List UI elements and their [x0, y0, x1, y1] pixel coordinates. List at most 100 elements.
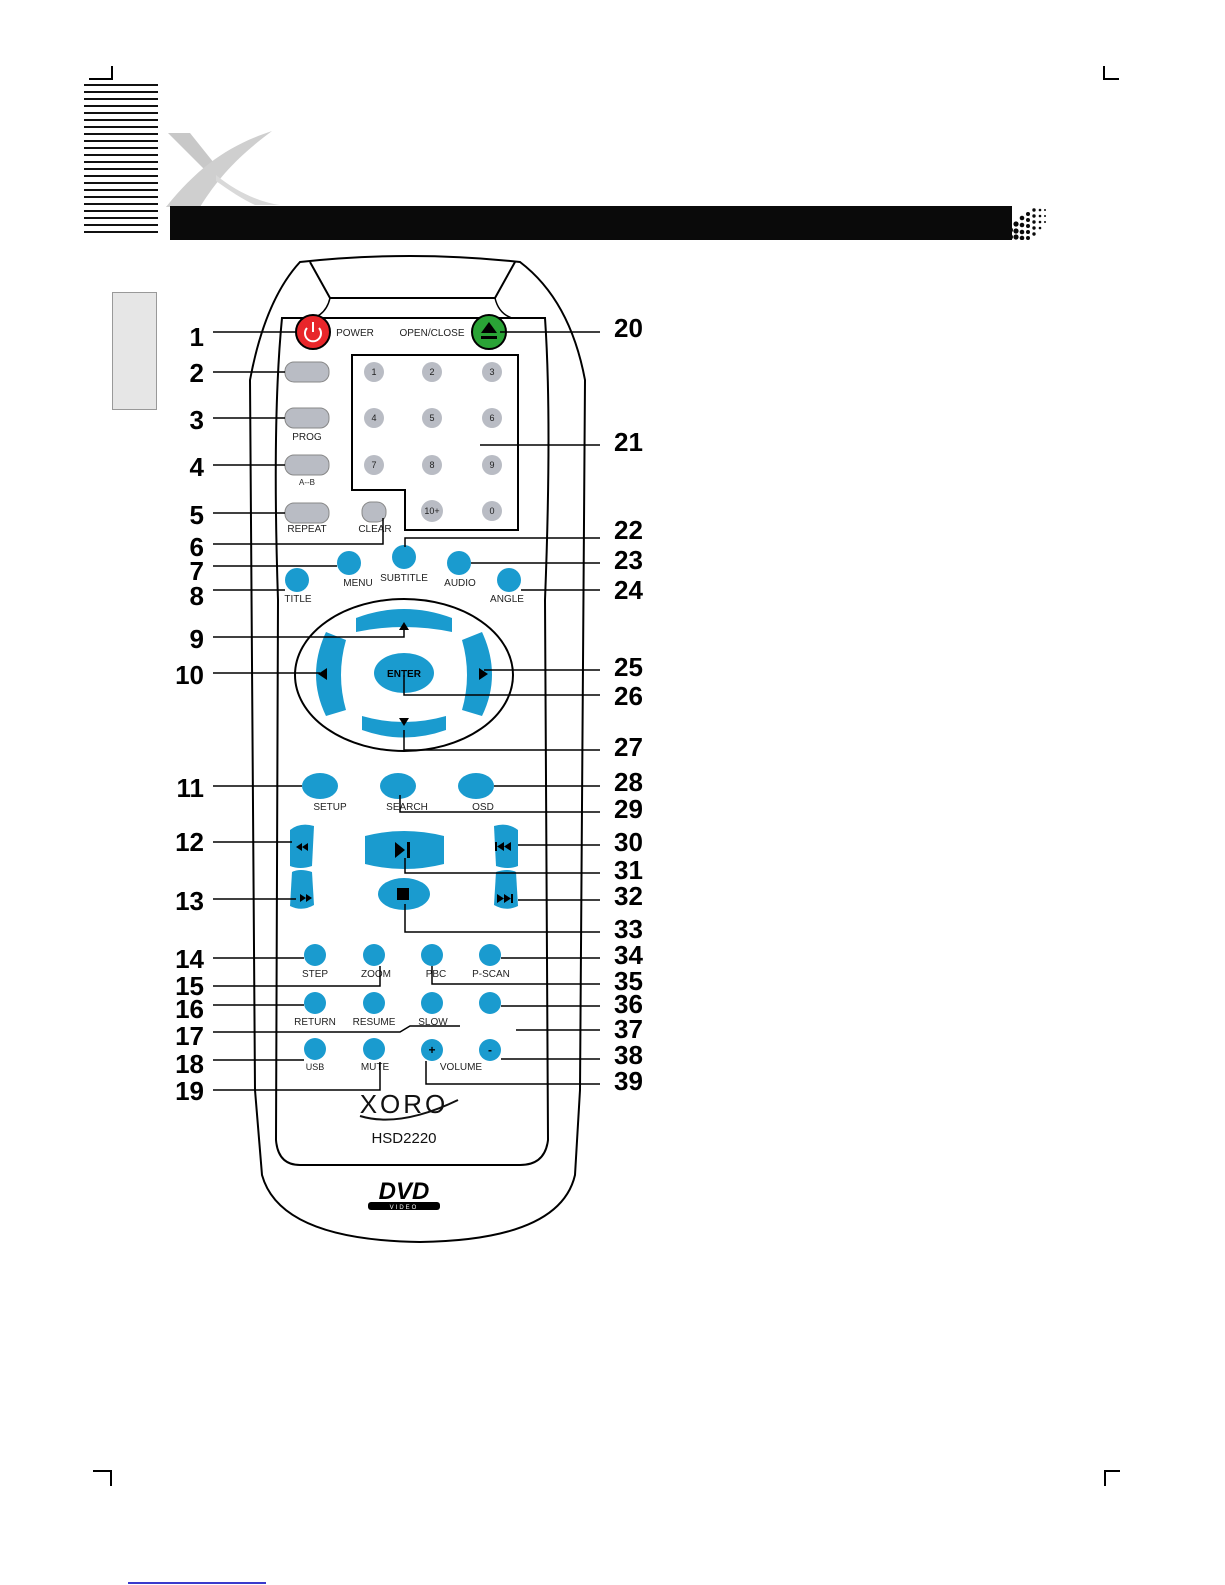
left-button[interactable]	[316, 632, 346, 716]
clear-button[interactable]	[361, 501, 387, 523]
pbc-button[interactable]	[421, 944, 443, 966]
svg-text:DVD: DVD	[379, 1178, 430, 1205]
right-arrow-icon	[479, 668, 488, 680]
crop-mark-top-left	[89, 66, 113, 80]
callout-number: 9	[190, 624, 204, 654]
fast-forward-button[interactable]	[290, 870, 314, 909]
keypad-key[interactable]	[422, 362, 442, 382]
keypad-label: 4	[371, 413, 376, 423]
resume-label: RESUME	[353, 1017, 396, 1028]
audio-label: AUDIO	[444, 578, 476, 589]
prog-button[interactable]	[284, 407, 330, 429]
callout-number: 10	[175, 660, 204, 690]
callout-number: 32	[614, 881, 643, 911]
crop-mark-bottom-right	[1104, 1470, 1120, 1486]
button-36[interactable]	[479, 992, 501, 1014]
angle-button[interactable]	[497, 568, 521, 592]
keypad-label: 6	[489, 413, 494, 423]
ab-label: A--B	[299, 478, 315, 487]
return-label: RETURN	[294, 1017, 336, 1028]
keypad-key[interactable]	[482, 455, 502, 475]
keypad-key[interactable]	[422, 455, 442, 475]
subtitle-button[interactable]	[392, 545, 416, 569]
fast-forward-icon	[300, 894, 312, 902]
callout-number: 7	[190, 556, 204, 586]
callout-number: 24	[614, 575, 643, 605]
keypad-key[interactable]	[422, 408, 442, 428]
down-button[interactable]	[362, 716, 446, 738]
usb-button[interactable]	[304, 1038, 326, 1060]
clear-label: CLEAR	[358, 524, 391, 535]
search-label: SEARCH	[386, 802, 428, 813]
enter-button[interactable]	[374, 653, 434, 693]
ab-button[interactable]	[284, 454, 330, 476]
x-brand-logo	[166, 131, 280, 207]
menu-button[interactable]	[337, 551, 361, 575]
callout-number: 39	[614, 1066, 643, 1096]
plus-icon: +	[428, 1043, 435, 1057]
footer-link-underline	[128, 1582, 266, 1584]
audio-button[interactable]	[447, 551, 471, 575]
title-label: TITLE	[284, 594, 312, 605]
keypad-key[interactable]	[482, 362, 502, 382]
power-icon	[304, 322, 322, 343]
menu-label: MENU	[343, 578, 372, 589]
next-track-button[interactable]	[494, 870, 518, 909]
pbc-label: PBC	[426, 969, 447, 980]
keypad-label: 7	[371, 460, 376, 470]
volume-down-button[interactable]	[479, 1039, 501, 1061]
setup-button[interactable]	[302, 773, 338, 799]
keypad-key[interactable]	[364, 455, 384, 475]
pscan-button[interactable]	[479, 944, 501, 966]
keypad-key[interactable]	[421, 500, 443, 522]
callout-number: 20	[614, 313, 643, 343]
callout-number: 17	[175, 1021, 204, 1051]
keypad-key[interactable]	[364, 362, 384, 382]
resume-button[interactable]	[363, 992, 385, 1014]
callout-number: 1	[190, 322, 204, 352]
volume-up-button[interactable]	[421, 1039, 443, 1061]
rewind-icon	[296, 843, 308, 851]
mute-button[interactable]	[363, 1038, 385, 1060]
zoom-label: ZOOM	[361, 969, 391, 980]
step-button[interactable]	[304, 944, 326, 966]
keypad-label: 3	[489, 367, 494, 377]
step-label: STEP	[302, 969, 328, 980]
svg-text:VIDEO: VIDEO	[390, 1205, 419, 1211]
power-button[interactable]	[295, 314, 331, 350]
subtitle-label: SUBTITLE	[380, 573, 428, 584]
callout-number: 31	[614, 855, 643, 885]
callout-number: 6	[190, 532, 204, 562]
return-button[interactable]	[304, 992, 326, 1014]
osd-button[interactable]	[458, 773, 494, 799]
mute-label: MUTE	[361, 1062, 390, 1073]
slow-button[interactable]	[421, 992, 443, 1014]
keypad-key[interactable]	[364, 408, 384, 428]
repeat-label: REPEAT	[287, 524, 326, 535]
callout-number: 15	[175, 971, 204, 1001]
keypad-key[interactable]	[482, 501, 502, 521]
crop-mark-bottom-left	[93, 1470, 112, 1486]
zoom-button[interactable]	[363, 944, 385, 966]
dvd-logo: DVD VIDEO	[368, 1178, 440, 1211]
open-close-button[interactable]	[471, 314, 507, 350]
callout-number: 22	[614, 515, 643, 545]
callout-number: 23	[614, 545, 643, 575]
callout-number: 16	[175, 994, 204, 1024]
keypad-key[interactable]	[482, 408, 502, 428]
next-track-icon	[497, 894, 513, 903]
callout-number: 34	[614, 940, 643, 970]
callout-number: 36	[614, 989, 643, 1019]
eject-icon	[481, 322, 497, 339]
callout-number: 19	[175, 1076, 204, 1106]
repeat-button[interactable]	[284, 502, 330, 524]
up-button[interactable]	[356, 609, 452, 632]
keypad-frame	[351, 354, 519, 531]
callout-number: 37	[614, 1014, 643, 1044]
search-button[interactable]	[380, 773, 416, 799]
power-label: POWER	[336, 328, 374, 339]
title-button[interactable]	[285, 568, 309, 592]
header-bar	[170, 206, 1012, 240]
button-2[interactable]	[284, 361, 330, 383]
callout-number: 14	[175, 944, 204, 974]
